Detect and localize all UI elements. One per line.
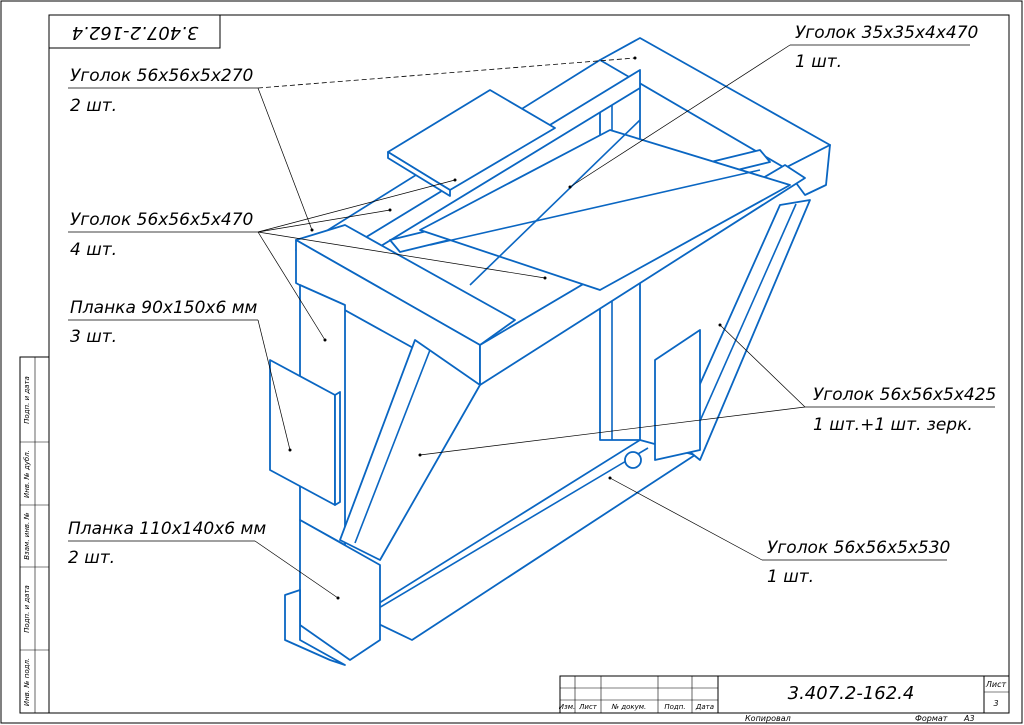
inverted-code-stamp: 3.407.2-162.4	[48, 14, 221, 49]
side-stamp-label-3: Взам. инв. №	[23, 512, 31, 560]
top-plate-edge	[387, 151, 451, 197]
tb-format-value: А3	[963, 714, 975, 723]
leader-lines	[68, 44, 995, 600]
tb-drawing-code: 3.407.2-162.4	[788, 683, 915, 704]
side-stamp: Подп. и дата Инв. № дубл. Взам. инв. № П…	[19, 356, 50, 714]
callout-plate-90: Планка 90х150х6 мм 3 шт.	[70, 298, 258, 347]
tb-col-podp: Подп.	[664, 703, 685, 711]
foot-angle	[284, 589, 346, 666]
side-stamp-label-1: Подп. и дата	[23, 376, 31, 424]
callout-angle-56-270: Уголок 56х56х5х270 2 шт.	[70, 66, 253, 116]
callout-angle-56-425-qty: 1 шт.+1 шт. зерк.	[813, 415, 973, 435]
callout-angle-56-425: Уголок 56х56х5х425 1 шт.+1 шт. зерк.	[813, 385, 996, 435]
callout-plate-90-qty: 3 шт.	[70, 327, 117, 347]
frame-assembly	[269, 37, 831, 666]
left-strut	[339, 339, 481, 561]
callout-plate-90-name: Планка 90х150х6 мм	[70, 298, 258, 318]
callout-angle-56-470: Уголок 56х56х5х470 4 шт.	[70, 210, 253, 260]
tb-format-label: Формат	[915, 714, 948, 723]
side-stamp-label-4: Подп. и дата	[23, 585, 31, 633]
top-brace-2	[419, 129, 791, 291]
callout-plate-110: Планка 110х140х6 мм 2 шт.	[68, 519, 266, 568]
callout-angle-56-470-qty: 4 шт.	[70, 240, 117, 260]
callout-angle-56-425-name: Уголок 56х56х5х425	[813, 385, 996, 405]
callout-angle-35-qty: 1 шт.	[795, 52, 842, 72]
callout-plate-110-name: Планка 110х140х6 мм	[68, 519, 266, 539]
tb-col-doc: № докум.	[611, 703, 647, 711]
callout-angle-56-530-qty: 1 шт.	[767, 567, 814, 587]
callout-angle-35-name: Уголок 35х35х4х470	[795, 23, 978, 43]
right-strut	[674, 199, 811, 461]
side-stamp-label-2: Инв. № дубл.	[23, 450, 31, 498]
tb-sheet-label: Лист	[985, 680, 1007, 689]
tb-col-izm: Изм.	[559, 703, 575, 711]
callout-angle-56-530-name: Уголок 56х56х5х530	[767, 538, 950, 558]
title-block: Изм. Лист № докум. Подп. Дата 3.407.2-16…	[559, 675, 1010, 723]
callout-angle-56-270-qty: 2 шт.	[70, 96, 117, 116]
callout-plate-110-qty: 2 шт.	[68, 548, 115, 568]
tb-col-data: Дата	[695, 703, 714, 711]
side-stamp-label-5: Инв. № подл.	[23, 658, 31, 706]
tb-copied-label: Копировал	[745, 714, 791, 723]
callout-angle-56-470-name: Уголок 56х56х5х470	[70, 210, 253, 230]
callout-angle-35: Уголок 35х35х4х470 1 шт.	[795, 23, 978, 72]
stamp-code-text: 3.407.2-162.4	[72, 22, 199, 43]
callout-angle-56-270-name: Уголок 56х56х5х270	[70, 66, 253, 86]
tb-col-list: Лист	[578, 703, 598, 711]
side-plate-edge	[334, 391, 341, 506]
right-post-foot	[654, 329, 701, 461]
tb-sheet-number: 3	[993, 699, 998, 708]
callout-angle-56-530: Уголок 56х56х5х530 1 шт.	[767, 538, 950, 587]
bolt-hole	[624, 451, 642, 469]
